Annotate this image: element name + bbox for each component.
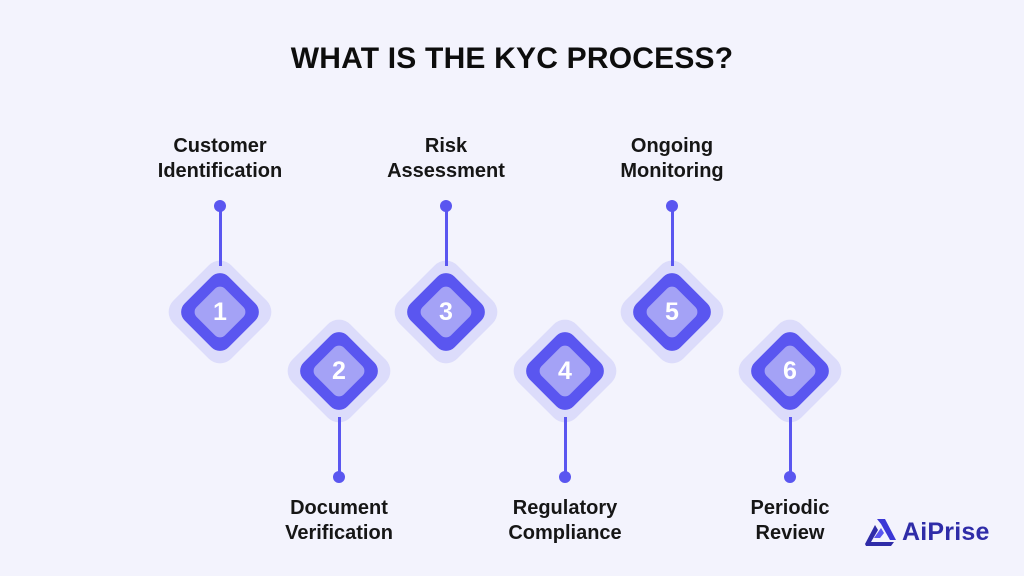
step-number: 1 bbox=[213, 298, 227, 326]
connector-dot bbox=[440, 200, 452, 212]
connector-line bbox=[788, 417, 792, 477]
step-number: 3 bbox=[439, 298, 453, 326]
aiprise-logo-icon bbox=[865, 519, 896, 546]
connector-dot bbox=[214, 200, 226, 212]
brand-logo: AiPrise bbox=[864, 516, 1004, 548]
connector-line bbox=[563, 417, 567, 477]
step-label-line1: Regulatory bbox=[512, 497, 618, 519]
step-label-line1: Risk bbox=[424, 135, 468, 157]
step-label-line1: Periodic bbox=[750, 497, 830, 519]
connector-line bbox=[218, 206, 222, 266]
step-label-line1: Document bbox=[290, 497, 388, 519]
step-label: Regulatory Compliance bbox=[445, 496, 685, 546]
step-label: Document Verification bbox=[219, 496, 459, 546]
step-label-line2: Assessment bbox=[387, 160, 505, 182]
step-label-line2: Review bbox=[755, 522, 825, 544]
connector-dot bbox=[666, 200, 678, 212]
connector-line bbox=[670, 206, 674, 266]
step-label-line1: Customer bbox=[173, 135, 267, 157]
step-label-line2: Monitoring bbox=[620, 160, 724, 182]
connector-dot bbox=[784, 471, 796, 483]
step-label: Periodic Review bbox=[670, 496, 910, 546]
step-label: Ongoing Monitoring bbox=[552, 134, 792, 184]
connector-dot bbox=[559, 471, 571, 483]
step-number: 5 bbox=[665, 298, 679, 326]
step-label-line2: Compliance bbox=[508, 522, 622, 544]
step-label-line1: Ongoing bbox=[630, 135, 714, 157]
page-title: WHAT IS THE KYC PROCESS? bbox=[290, 42, 734, 75]
connector-dot bbox=[333, 471, 345, 483]
step-number: 2 bbox=[332, 357, 346, 385]
step-number: 6 bbox=[783, 357, 797, 385]
step-label-line2: Verification bbox=[285, 522, 393, 544]
step-number: 4 bbox=[558, 357, 572, 385]
step-label: Customer Identification bbox=[100, 134, 340, 184]
brand-name: AiPrise bbox=[902, 518, 990, 546]
connector-line bbox=[444, 206, 448, 266]
step-label: Risk Assessment bbox=[326, 134, 566, 184]
step-label-line2: Identification bbox=[157, 160, 283, 182]
connector-line bbox=[337, 417, 341, 477]
